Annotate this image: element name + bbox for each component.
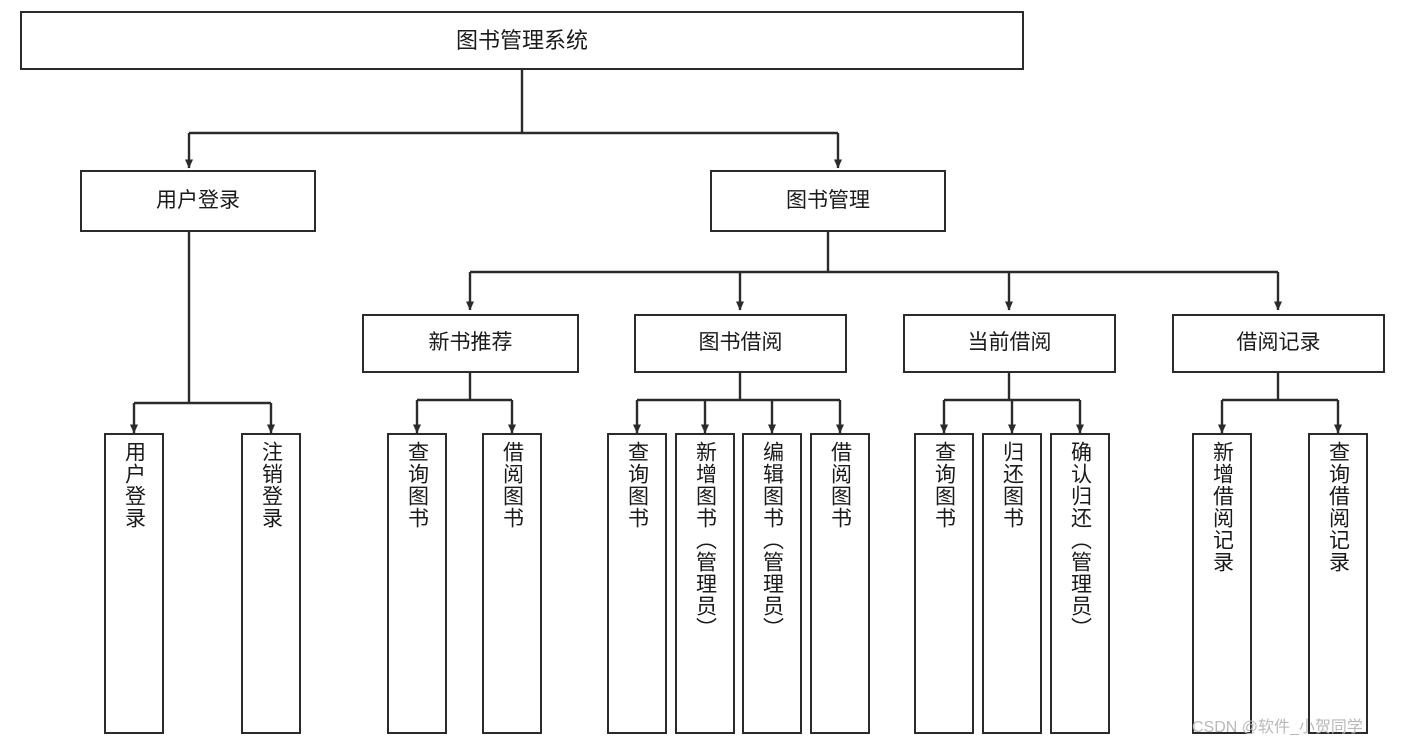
node-label: 图书借阅 bbox=[698, 331, 783, 355]
leaf-borrow-borrow-books[interactable]: 借阅图书 bbox=[810, 433, 870, 734]
node-new-book-recommendation[interactable]: 新书推荐 bbox=[362, 314, 579, 373]
node-book-management-system[interactable]: 图书管理系统 bbox=[20, 11, 1024, 70]
leaf-borrow-add-book-admin[interactable]: 新增图书（管理员） bbox=[675, 433, 735, 734]
leaf-current-confirm-return-admin[interactable]: 确认归还（管理员） bbox=[1050, 433, 1110, 734]
node-label: 用户登录 bbox=[156, 188, 240, 212]
leaf-records-query-record[interactable]: 查询借阅记录 bbox=[1308, 433, 1368, 734]
leaf-user-login-signin[interactable]: 用户登录 bbox=[104, 433, 164, 734]
node-label: 借阅记录 bbox=[1236, 331, 1321, 355]
node-label: 图书管理系统 bbox=[455, 27, 588, 53]
node-label: 确认归还（管理员） bbox=[1068, 441, 1092, 639]
node-label: 借阅图书 bbox=[828, 441, 852, 529]
node-label: 编辑图书（管理员） bbox=[760, 441, 784, 639]
leaf-borrow-edit-book-admin[interactable]: 编辑图书（管理员） bbox=[742, 433, 802, 734]
leaf-borrow-query-books[interactable]: 查询图书 bbox=[607, 433, 667, 734]
node-label: 查询图书 bbox=[932, 441, 956, 529]
leaf-new-book-borrow-books[interactable]: 借阅图书 bbox=[482, 433, 542, 734]
csdn-watermark: CSDN @软件_小贺同学 bbox=[1192, 719, 1363, 736]
node-label: 图书管理 bbox=[786, 188, 870, 212]
node-label: 借阅图书 bbox=[500, 441, 524, 529]
leaf-current-return-books[interactable]: 归还图书 bbox=[982, 433, 1042, 734]
leaf-new-book-query-books[interactable]: 查询图书 bbox=[387, 433, 447, 734]
node-book-management[interactable]: 图书管理 bbox=[710, 170, 946, 232]
node-label: 查询借阅记录 bbox=[1326, 441, 1350, 573]
node-label: 查询图书 bbox=[625, 441, 649, 529]
node-label: 新书推荐 bbox=[428, 331, 513, 355]
leaf-user-login-signout[interactable]: 注销登录 bbox=[241, 433, 301, 734]
node-borrow-records[interactable]: 借阅记录 bbox=[1172, 314, 1385, 373]
leaf-records-add-record[interactable]: 新增借阅记录 bbox=[1192, 433, 1252, 734]
node-label: 新增借阅记录 bbox=[1210, 441, 1234, 573]
node-label: 注销登录 bbox=[259, 441, 283, 529]
leaf-current-query-books[interactable]: 查询图书 bbox=[914, 433, 974, 734]
node-label: 新增图书（管理员） bbox=[693, 441, 717, 639]
node-current-borrowing[interactable]: 当前借阅 bbox=[903, 314, 1116, 373]
node-book-borrowing[interactable]: 图书借阅 bbox=[634, 314, 847, 373]
node-label: 当前借阅 bbox=[967, 331, 1052, 355]
node-label: 查询图书 bbox=[405, 441, 429, 529]
node-label: 归还图书 bbox=[1000, 441, 1024, 529]
node-label: 用户登录 bbox=[122, 441, 146, 529]
node-user-login[interactable]: 用户登录 bbox=[80, 170, 316, 232]
